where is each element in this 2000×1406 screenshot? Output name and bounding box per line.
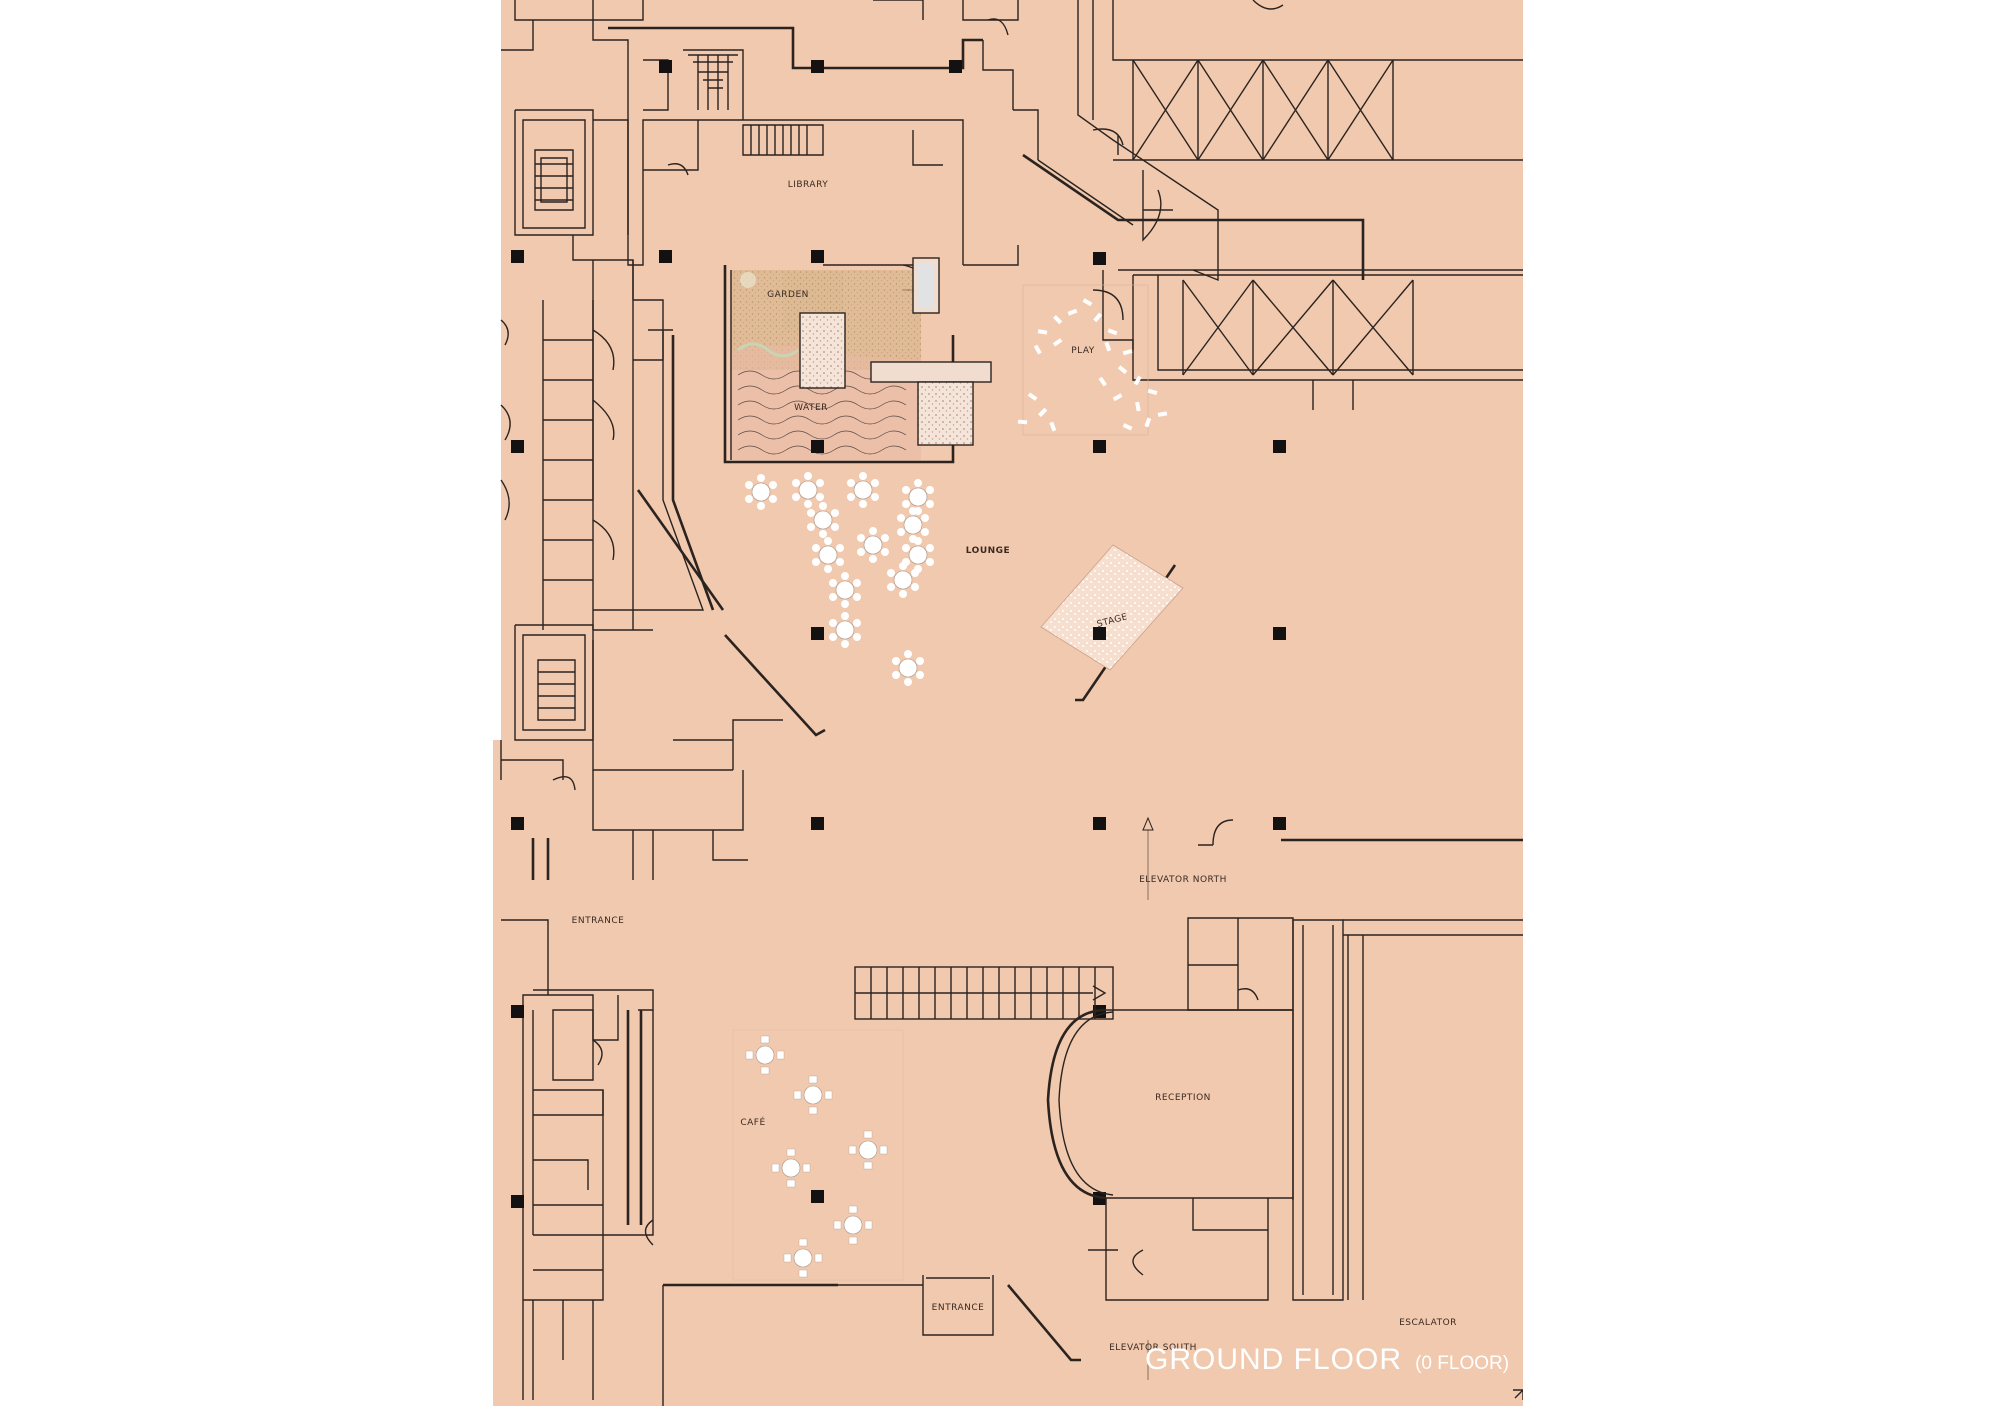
west-wing-walls <box>500 0 783 880</box>
label-reception: RECEPTION <box>1155 1093 1211 1103</box>
label-play: PLAY <box>1071 346 1095 356</box>
label-garden: GARDEN <box>767 290 809 300</box>
label-entrance-west: ENTRANCE <box>572 916 625 926</box>
stage-platform <box>1040 544 1184 671</box>
reception-block <box>1046 917 1523 1301</box>
label-cafe: CAFÉ <box>740 1116 765 1128</box>
drawing-title: GROUND FLOOR (0 FLOOR) <box>1145 1343 1509 1376</box>
garden-water-zone <box>723 257 992 464</box>
lounge-tables <box>744 471 935 687</box>
label-library: LIBRARY <box>788 180 829 190</box>
drawing-sheet: LIBRARY GARDEN WATER PLAY LOUNGE STAGE E… <box>493 0 1523 1406</box>
central-staircase <box>854 966 1114 1020</box>
label-escalator: ESCALATOR <box>1399 1318 1457 1328</box>
sheet-gap <box>493 0 501 740</box>
corner-mark <box>1513 1389 1523 1400</box>
label-elevator-south: ELEVATOR SOUTH <box>1109 1343 1197 1353</box>
label-elevator-north: ELEVATOR NORTH <box>1139 875 1227 885</box>
west-south-block <box>501 919 838 1400</box>
label-entrance-south: ENTRANCE <box>932 1303 985 1313</box>
drawing-title-sub: (0 FLOOR) <box>1415 1353 1509 1374</box>
drawing-title-main: GROUND FLOOR <box>1145 1343 1402 1376</box>
east-mid-walls <box>1142 816 1523 900</box>
structural-columns <box>511 60 1286 1208</box>
north-east-walls <box>1022 0 1523 410</box>
cafe-tables <box>732 1029 904 1281</box>
south-entrance-walls <box>662 1275 1081 1406</box>
north-walls <box>592 0 1039 291</box>
label-lounge: LOUNGE <box>966 546 1010 556</box>
play-area <box>1017 284 1168 436</box>
label-water: WATER <box>794 403 828 413</box>
floor-plan: LIBRARY GARDEN WATER PLAY LOUNGE STAGE E… <box>493 0 1523 1406</box>
